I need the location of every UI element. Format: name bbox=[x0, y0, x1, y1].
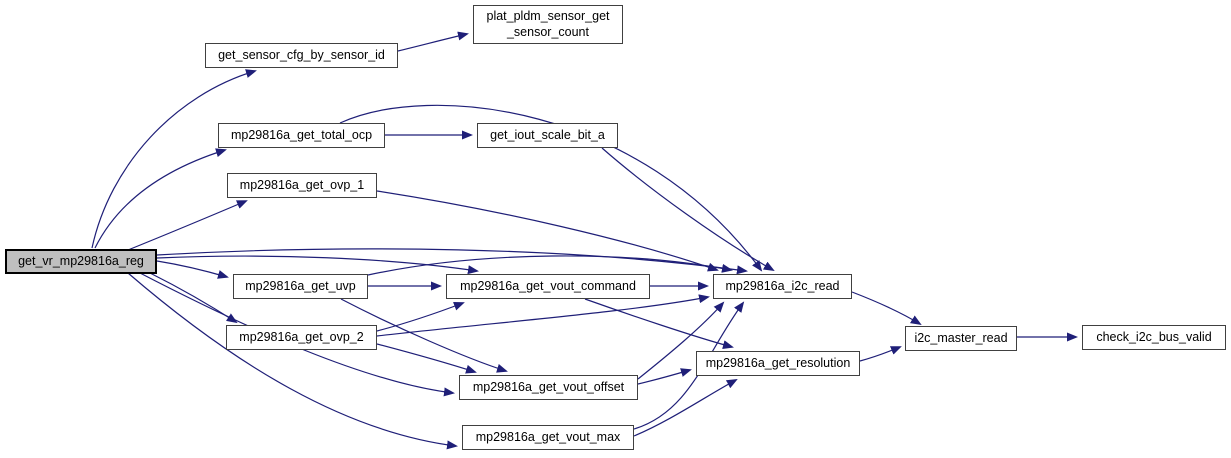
edge-get_iout_scale_bit_a-to-mp29816a_i2c_read bbox=[601, 147, 775, 271]
node-label: mp29816a_get_vout_offset bbox=[472, 379, 625, 394]
node-mp29816a_i2c_read[interactable]: mp29816a_i2c_read bbox=[713, 274, 852, 299]
node-mp29816a_get_resolution[interactable]: mp29816a_get_resolution bbox=[696, 351, 860, 376]
edge-get_vr_mp29816a_reg-to-mp29816a_i2c_read bbox=[156, 248, 748, 275]
node-mp29816a_get_ovp_1[interactable]: mp29816a_get_ovp_1 bbox=[227, 173, 377, 198]
node-mp29816a_get_vout_max[interactable]: mp29816a_get_vout_max bbox=[462, 425, 634, 450]
edge-get_vr_mp29816a_reg-to-mp29816a_get_vout_offset bbox=[139, 272, 455, 397]
node-label: get_iout_scale_bit_a bbox=[490, 127, 605, 142]
node-i2c_master_read[interactable]: i2c_master_read bbox=[905, 326, 1017, 351]
node-label: get_vr_mp29816a_reg bbox=[18, 253, 144, 268]
edge-mp29816a_get_vout_command-to-mp29816a_get_resolution bbox=[584, 298, 734, 349]
edge-mp29816a_i2c_read-to-i2c_master_read bbox=[851, 291, 922, 326]
node-mp29816a_get_ovp_2[interactable]: mp29816a_get_ovp_2 bbox=[226, 325, 377, 350]
edge-get_vr_mp29816a_reg-to-get_sensor_cfg_by_sensor_id bbox=[91, 69, 257, 249]
edge-mp29816a_get_ovp_2-to-mp29816a_get_vout_command bbox=[376, 301, 465, 332]
edge-mp29816a_get_ovp_2-to-mp29816a_i2c_read bbox=[376, 294, 710, 337]
edge-mp29816a_get_vout_max-to-mp29816a_i2c_read bbox=[633, 301, 745, 430]
node-label: plat_pldm_sensor_get bbox=[486, 8, 610, 23]
node-label: mp29816a_get_vout_max bbox=[475, 429, 621, 444]
node-mp29816a_get_total_ocp[interactable]: mp29816a_get_total_ocp bbox=[218, 123, 385, 148]
node-mp29816a_get_vout_offset[interactable]: mp29816a_get_vout_offset bbox=[459, 375, 638, 400]
node-label: mp29816a_get_resolution bbox=[705, 355, 851, 370]
node-check_i2c_bus_valid[interactable]: check_i2c_bus_valid bbox=[1082, 325, 1226, 350]
edge-get_vr_mp29816a_reg-to-mp29816a_get_uvp bbox=[156, 260, 229, 279]
node-get_sensor_cfg_by_sensor_id[interactable]: get_sensor_cfg_by_sensor_id bbox=[205, 43, 398, 68]
node-label-line2: _sensor_count bbox=[506, 24, 589, 39]
edge-mp29816a_get_uvp-to-mp29816a_get_vout_offset bbox=[340, 298, 508, 373]
edge-mp29816a_get_ovp_2-to-mp29816a_get_vout_offset bbox=[376, 343, 477, 374]
edge-get_vr_mp29816a_reg-to-mp29816a_get_vout_max bbox=[127, 272, 458, 450]
edge-mp29816a_get_vout_offset-to-mp29816a_get_resolution bbox=[637, 368, 692, 385]
node-label: mp29816a_get_total_ocp bbox=[230, 127, 373, 142]
edge-mp29816a_get_vout_offset-to-mp29816a_i2c_read bbox=[637, 301, 725, 380]
node-plat_pldm_sensor_get_sensor_count[interactable]: plat_pldm_sensor_get_sensor_count bbox=[473, 5, 623, 44]
node-label: mp29816a_i2c_read bbox=[725, 278, 840, 293]
edge-mp29816a_get_total_ocp-to-mp29816a_i2c_read bbox=[339, 104, 763, 272]
edge-get_vr_mp29816a_reg-to-mp29816a_get_vout_command bbox=[156, 255, 479, 275]
node-label: check_i2c_bus_valid bbox=[1096, 329, 1212, 344]
edge-get_vr_mp29816a_reg-to-mp29816a_get_total_ocp bbox=[94, 148, 227, 249]
node-label: i2c_master_read bbox=[914, 330, 1008, 345]
edge-get_vr_mp29816a_reg-to-mp29816a_get_ovp_1 bbox=[127, 200, 248, 251]
edge-mp29816a_get_vout_max-to-mp29816a_get_resolution bbox=[633, 379, 738, 437]
node-mp29816a_get_uvp[interactable]: mp29816a_get_uvp bbox=[233, 274, 368, 299]
edge-get_sensor_cfg_by_sensor_id-to-plat_pldm_sensor_get_sensor_count bbox=[397, 31, 469, 52]
node-label: get_sensor_cfg_by_sensor_id bbox=[218, 47, 385, 62]
node-label: mp29816a_get_ovp_1 bbox=[239, 177, 365, 192]
node-label: mp29816a_get_vout_command bbox=[460, 278, 636, 293]
node-get_iout_scale_bit_a[interactable]: get_iout_scale_bit_a bbox=[477, 123, 618, 148]
node-label: mp29816a_get_ovp_2 bbox=[239, 329, 364, 344]
node-mp29816a_get_vout_command[interactable]: mp29816a_get_vout_command bbox=[446, 274, 650, 299]
node-label: mp29816a_get_uvp bbox=[245, 278, 356, 293]
edge-mp29816a_get_uvp-to-mp29816a_i2c_read bbox=[367, 255, 733, 276]
node-get_vr_mp29816a_reg[interactable]: get_vr_mp29816a_reg bbox=[5, 249, 157, 274]
edge-mp29816a_get_resolution-to-i2c_master_read bbox=[859, 346, 902, 362]
edge-mp29816a_get_ovp_1-to-mp29816a_i2c_read bbox=[376, 190, 719, 272]
